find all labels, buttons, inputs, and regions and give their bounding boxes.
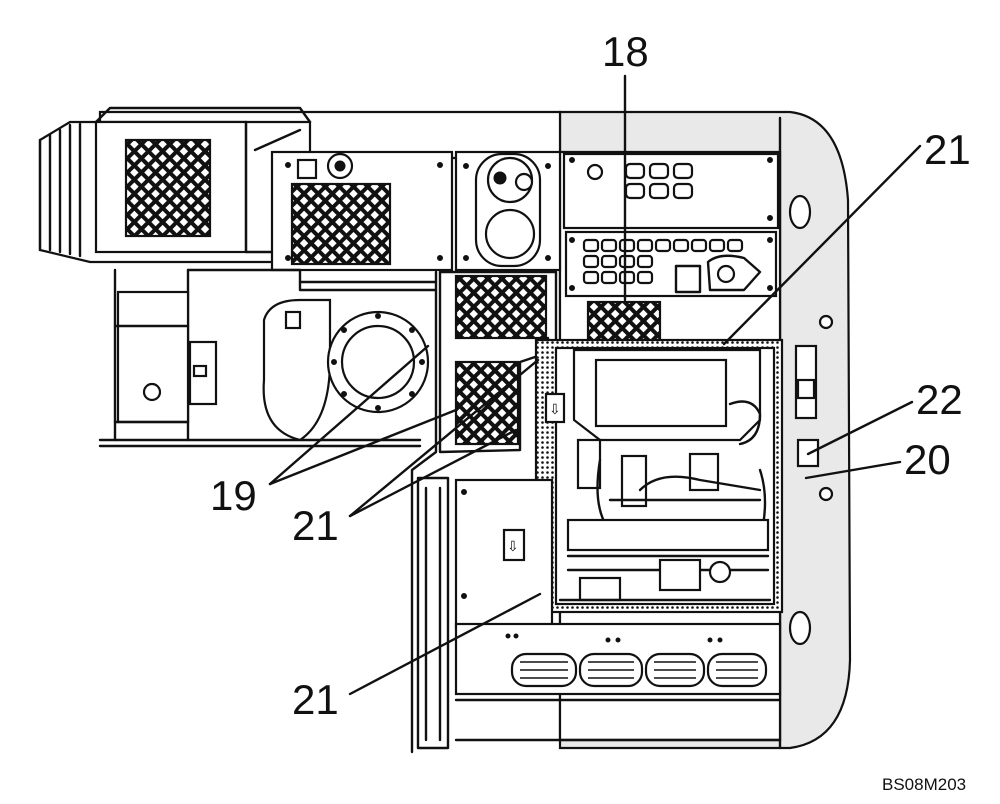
left-blower-assembly bbox=[38, 106, 312, 264]
callout-20: 20 bbox=[904, 436, 951, 483]
filter-meshes bbox=[454, 274, 662, 446]
callout-19: 19 bbox=[210, 472, 257, 519]
callout-18: 18 bbox=[602, 28, 649, 75]
right-side-fittings bbox=[788, 194, 834, 646]
bottom-vent-rail bbox=[454, 622, 782, 742]
callout-21-top: 21 bbox=[924, 126, 971, 173]
leader-19-a bbox=[268, 344, 430, 486]
leader-lines bbox=[268, 74, 922, 696]
callout-21-bottom: 21 bbox=[292, 676, 339, 723]
lower-compartment-panel: ⇩ bbox=[416, 476, 554, 750]
leader-21-top bbox=[722, 144, 922, 346]
leader-21-bottom bbox=[348, 592, 542, 696]
leader-20 bbox=[804, 460, 902, 480]
upper-middle-blower bbox=[270, 150, 454, 272]
upper-twin-canisters bbox=[454, 150, 562, 272]
svg-text:⇩: ⇩ bbox=[507, 539, 519, 555]
callout-22: 22 bbox=[916, 376, 963, 423]
leader-19-b bbox=[268, 408, 458, 486]
leader-21-mid-a bbox=[348, 428, 518, 518]
figure-id: BS08M203 bbox=[882, 775, 966, 794]
leader-21-mid-b bbox=[348, 358, 540, 518]
control-panel-18 bbox=[562, 152, 780, 298]
svg-text:⇩: ⇩ bbox=[549, 402, 561, 418]
hvac-unit-box: ⇩ bbox=[534, 338, 784, 614]
callout-21-mid: 21 bbox=[292, 502, 339, 549]
leader-22 bbox=[806, 400, 914, 456]
left-lower-duct bbox=[98, 268, 438, 448]
